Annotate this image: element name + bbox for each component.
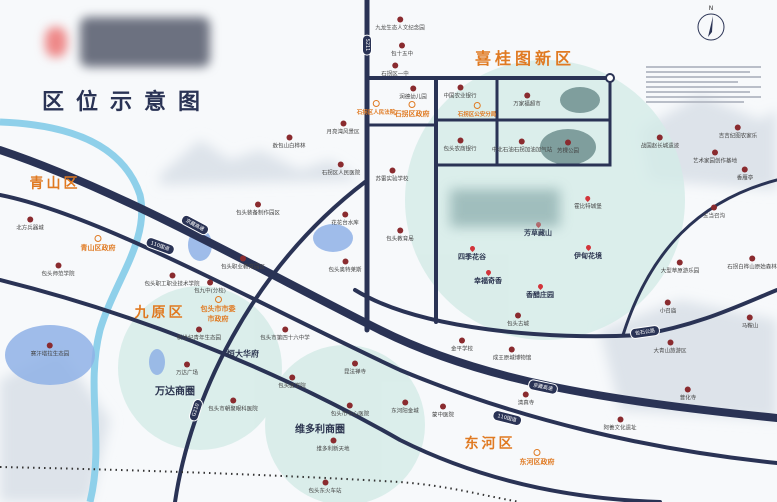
district-xiguitu: 喜桂图新区 [474,49,576,68]
poi-marker[interactable]: 东河阳金城 [391,400,419,415]
poi-marker[interactable]: 战国赵长城遗迹 [641,135,680,150]
road-south [0,278,662,502]
poi-hobbit-castle[interactable]: 霍比特城堡 [574,196,602,210]
poi-vinegar-manor[interactable]: 香醋庄园 [526,284,554,300]
district-qingshan: 青山区 [29,176,81,192]
poi-marker[interactable]: 包头职业教育园区 [221,256,265,271]
poi-marker[interactable]: 包九中(分校) [194,280,226,295]
gov-shiguai-police[interactable]: 石拐区公安分局 [458,102,497,118]
poi-marker[interactable]: 万家福超市 [513,93,541,108]
compass-icon [697,13,725,41]
poi-marker[interactable]: 马鞍山 [742,315,759,330]
poi-marker[interactable]: 包头医学院 [278,375,306,390]
poi-marker[interactable]: 包头师范学院 [41,263,74,278]
project-blurred-logo [450,189,560,227]
poi-marker[interactable]: 蒙中医院 [432,404,454,419]
poi-marker[interactable]: 包头职工职业技术学院 [144,273,199,288]
notes-text-block [646,63,761,106]
gov-shiguai[interactable]: 石拐区政府 [395,101,430,119]
poi-marker[interactable]: 包头装备制作园区 [236,202,280,217]
poi-marker[interactable]: 包头古城 [507,313,529,328]
jingzang-expressway [0,146,777,422]
poi-marker[interactable]: 普化寺 [680,387,697,402]
poi-marker[interactable]: 大型草原游乐园 [661,260,700,275]
zone-victoria: 维多利商圈 [295,424,345,436]
gov-baotou-city[interactable]: 包头市市委市政府 [198,296,238,324]
zone-hengda: 恒大华府 [227,349,259,359]
poi-four-seasons-valley[interactable]: 四季花谷 [458,246,486,262]
page-title: 区位示意图 [42,90,213,115]
poi-marker[interactable]: 小召庙 [660,300,677,315]
poi-marker[interactable]: 芳棵公园 [557,140,579,155]
gov-qingshan[interactable]: 青山区政府 [81,235,116,253]
project-fangcao-cangshan[interactable]: 芳草藏山 [524,222,552,238]
gov-shiguai-court[interactable]: 石拐区人民法院 [357,100,396,116]
district-jiuyuan: 九原区 [134,305,186,321]
poi-marker[interactable]: 金平学校 [451,338,473,353]
poi-happy-fragrance[interactable]: 幸福奇香 [474,270,502,286]
poi-marker[interactable]: 包头奥特莱斯 [328,259,361,274]
gov-donghe[interactable]: 东河区政府 [520,449,555,467]
baoshi-road [353,288,777,339]
poi-marker[interactable]: 润德幼儿园 [399,86,427,101]
road-end-marker [605,73,615,83]
poi-marker[interactable]: 石拐白桦山原始森林 [727,256,777,271]
poi-marker[interactable]: 敖包山白桦林 [272,135,305,150]
poi-marker[interactable]: 月亮湾风景区 [326,121,359,136]
poi-marker[interactable]: 成王原城博物馆 [493,347,532,362]
poi-marker[interactable]: 石拐区一中 [381,63,409,78]
poi-marker[interactable]: 苏雷实验学校 [375,168,408,183]
poi-marker[interactable]: 包十五中 [391,43,413,58]
zone-wanda: 万达商圈 [155,386,195,398]
poi-marker[interactable]: 花花台水库 [331,212,359,227]
poi-marker[interactable]: 万达广场 [176,362,198,377]
g210-road [173,180,367,502]
poi-marker[interactable]: 大青山旅游区 [653,340,686,355]
compass-north-label: N [708,5,714,12]
road-east-curve [621,178,777,337]
poi-marker[interactable]: 九龙生态人文纪念园 [375,17,425,32]
road-label-s211: S211 [362,34,372,56]
poi-marker[interactable]: 清真寺 [518,392,535,407]
poi-marker[interactable]: 五当召沟 [703,205,725,220]
poi-marker[interactable]: 新世纪青年生态园 [177,327,221,342]
poi-marker[interactable]: 吉吉纪图农家乐 [719,125,758,140]
national-road-110 [0,193,777,465]
poi-marker[interactable]: 维多利新天地 [316,438,349,453]
poi-marker[interactable]: 艺术家园创作基地 [693,150,737,165]
poi-marker[interactable]: 北方兵器城 [16,217,44,232]
reservoir-lake [313,224,353,252]
poi-marker[interactable]: 包头教育局 [386,228,414,243]
poi-marker[interactable]: 中北石油石拐加油加气站 [492,139,553,154]
poi-marker[interactable]: 香雁亭 [737,167,754,182]
poi-marker[interactable]: 阿善文化遗址 [603,417,636,432]
poi-marker[interactable]: 包头市第四十六中学 [260,327,310,342]
poi-marker[interactable]: 赛汗塔拉生态园 [31,343,70,358]
compass: N [696,5,726,45]
poi-marker[interactable]: 石拐区人民医院 [322,162,361,177]
poi-marker[interactable]: 包头市中心医院 [331,403,370,418]
poi-eden-garden[interactable]: 伊甸花境 [574,245,602,261]
district-donghe: 东河区 [464,436,516,452]
logo [45,12,215,74]
poi-marker[interactable]: 包头农商银行 [443,138,476,153]
poi-marker[interactable]: 包头东火车站 [308,480,341,495]
poi-marker[interactable]: 包头市朝聚眼科医院 [208,398,258,413]
mountain-decoration [0,95,777,502]
poi-marker[interactable]: 昆法禅寺 [344,361,366,376]
river [0,118,146,502]
poi-marker[interactable]: 中国农业银行 [443,85,476,100]
